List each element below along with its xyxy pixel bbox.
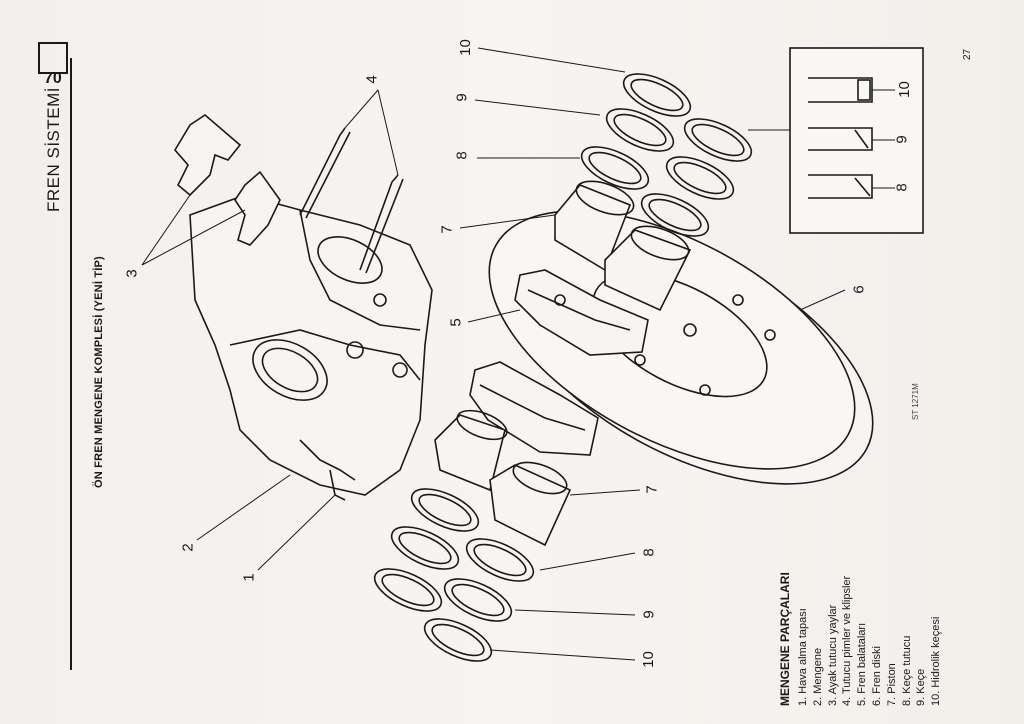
list-item: 6. Fren diski [870, 646, 883, 706]
inset-callout-8: 8 [893, 183, 911, 192]
list-item: 9. Keçe [915, 668, 928, 706]
callout-7-upper: 7 [438, 225, 456, 234]
pad-springs [174, 113, 281, 246]
inset-callout-9: 9 [893, 135, 911, 144]
callout-8-upper: 8 [453, 151, 471, 160]
pistons [434, 180, 692, 547]
list-item: 1. Hava alma tapası [797, 608, 809, 706]
list-item: 4. Tutucu pimler ve klipsler [841, 575, 854, 706]
seal-rings-upper [580, 73, 753, 237]
list-item: 7. Piston [885, 663, 898, 706]
parts-list: MENGENE PARÇALARI 1. Hava alma tapası 2.… [778, 572, 944, 706]
callout-10-lower: 10 [639, 651, 657, 668]
parts-list-items: 1. Hava alma tapası 2. Mengene 3. Ayak t… [796, 572, 944, 706]
callout-10-upper: 10 [456, 39, 474, 56]
header-rule [70, 58, 72, 670]
callout-8-lower: 8 [640, 548, 658, 557]
list-item: 2. Mengene [811, 647, 824, 706]
callout-9-upper: 9 [453, 93, 471, 102]
seal-detail-inset [789, 47, 924, 234]
callout-1: 1 [240, 573, 258, 582]
parts-list-heading: MENGENE PARÇALARI [778, 572, 792, 706]
list-item: 3. Ayak tutucu yaylar [826, 604, 839, 706]
caliper-body [189, 194, 433, 501]
list-item: 8. Keçe tutucu [900, 635, 913, 706]
leader-lines [141, 47, 895, 661]
callout-6: 6 [850, 285, 868, 294]
callout-3: 3 [123, 269, 141, 278]
brake-pad-upper [514, 269, 649, 356]
callout-9-lower: 9 [640, 610, 658, 619]
page-number: 70 [44, 70, 62, 87]
callout-4: 4 [363, 75, 381, 84]
list-item: 10. Hidrolik keçesi [930, 616, 943, 706]
brake-pad-lower [469, 361, 599, 456]
list-item: 5. Fren balataları [856, 622, 869, 706]
inset-callout-10: 10 [895, 81, 913, 98]
page-number-box: 70 [38, 42, 68, 87]
callout-2: 2 [179, 543, 197, 552]
seal-rings-lower [373, 488, 535, 662]
callout-5: 5 [447, 318, 465, 327]
retaining-pins [299, 127, 404, 274]
brake-disc [488, 210, 874, 485]
callout-7-lower: 7 [643, 485, 661, 494]
